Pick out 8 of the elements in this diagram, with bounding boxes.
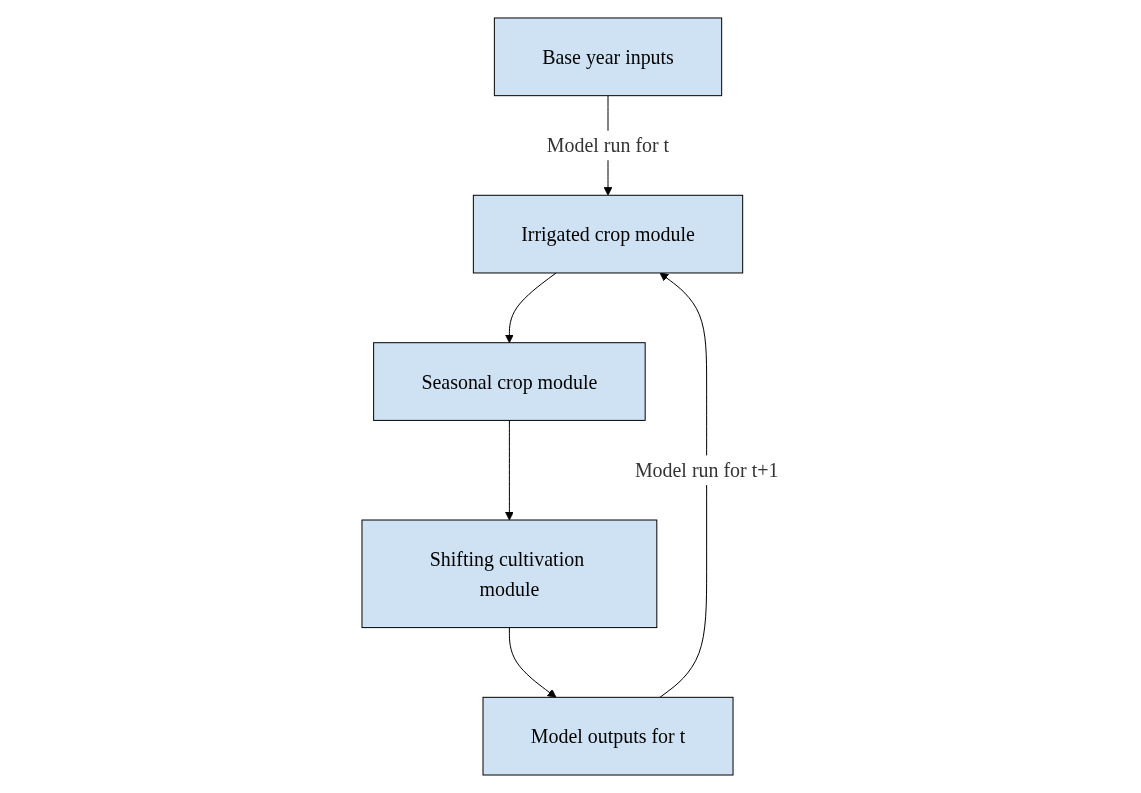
node-box: Seasonal crop module bbox=[373, 342, 646, 421]
arrow bbox=[659, 272, 708, 698]
node-box: Model outputs for t bbox=[482, 696, 734, 776]
edge-label: Model run for t+1 bbox=[635, 459, 779, 482]
node-box: Irrigated crop module bbox=[473, 194, 744, 274]
node-box: Shifting cultivation module bbox=[361, 519, 658, 629]
edge-label: Model run for t bbox=[547, 134, 670, 157]
node-box: Base year inputs bbox=[494, 17, 723, 97]
